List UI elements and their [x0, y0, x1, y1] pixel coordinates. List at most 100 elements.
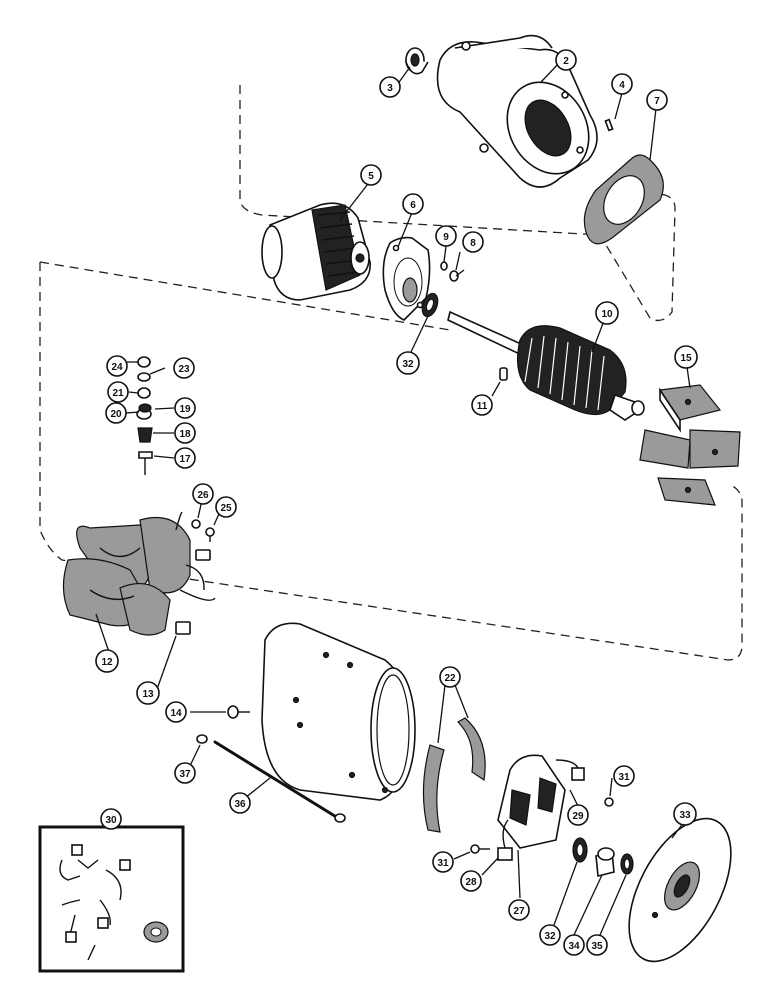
svg-text:25: 25 — [220, 503, 232, 514]
svg-text:33: 33 — [679, 810, 691, 821]
part-washer-35 — [620, 853, 634, 875]
callout-10: 10 — [595, 301, 619, 325]
svg-text:24: 24 — [111, 362, 123, 373]
callout-31-right: 31 — [613, 765, 635, 787]
svg-text:10: 10 — [601, 309, 613, 320]
svg-text:28: 28 — [465, 877, 477, 888]
callout-28: 28 — [460, 870, 482, 892]
part-screw-31-right — [604, 797, 614, 807]
callout-13: 13 — [136, 681, 160, 705]
svg-text:36: 36 — [234, 799, 246, 810]
svg-text:11: 11 — [477, 401, 488, 412]
callout-33: 33 — [673, 802, 697, 826]
callout-36: 36 — [229, 792, 251, 814]
callout-32-upper: 32 — [396, 351, 420, 375]
part-brush-holder — [497, 754, 585, 849]
part-thrust-washer-upper — [421, 292, 439, 318]
part-insulators — [422, 717, 486, 833]
callout-37: 37 — [174, 762, 196, 784]
part-armature — [447, 310, 645, 421]
svg-text:17: 17 — [179, 454, 191, 465]
part-commutator-end-plate — [628, 817, 732, 963]
svg-text:31: 31 — [618, 772, 630, 783]
svg-text:12: 12 — [101, 657, 113, 668]
part-field-brush-a — [195, 549, 211, 561]
callout-14: 14 — [165, 701, 187, 723]
svg-text:14: 14 — [170, 708, 182, 719]
svg-text:7: 7 — [654, 96, 660, 107]
callout-22: 22 — [439, 666, 461, 688]
part-key — [499, 367, 508, 381]
svg-text:31: 31 — [437, 858, 449, 869]
callout-21: 21 — [107, 381, 129, 403]
callout-25: 25 — [215, 496, 237, 518]
svg-text:5: 5 — [368, 171, 374, 182]
callout-2: 2 — [555, 49, 577, 71]
part-frame — [261, 622, 416, 801]
callout-23: 23 — [173, 357, 195, 379]
svg-text:35: 35 — [591, 941, 603, 952]
part-field-coils — [62, 511, 216, 636]
part-nut-26 — [191, 519, 201, 529]
svg-text:15: 15 — [680, 353, 692, 364]
svg-text:13: 13 — [142, 689, 154, 700]
callout-3: 3 — [379, 76, 401, 98]
part-through-bolt — [213, 740, 346, 823]
inset-box — [38, 825, 185, 973]
part-screw-25 — [205, 527, 215, 542]
callout-32-lower: 32 — [539, 924, 561, 946]
callout-11: 11 — [471, 394, 493, 416]
callout-18: 18 — [174, 422, 196, 444]
part-bushing — [405, 47, 429, 75]
svg-text:20: 20 — [110, 409, 122, 420]
callout-29: 29 — [567, 804, 589, 826]
part-brush-28 — [497, 819, 513, 861]
part-pin — [604, 118, 614, 132]
svg-text:32: 32 — [402, 359, 414, 370]
svg-text:30: 30 — [105, 815, 117, 826]
svg-text:9: 9 — [443, 232, 449, 243]
part-screw — [449, 269, 465, 282]
callout-4: 4 — [611, 73, 633, 95]
callout-34: 34 — [563, 934, 585, 956]
svg-text:3: 3 — [387, 83, 393, 94]
svg-text:27: 27 — [513, 906, 525, 917]
part-pole-screw — [227, 705, 250, 719]
callout-19: 19 — [174, 397, 196, 419]
part-washer-37 — [196, 734, 208, 744]
part-thrust-washer-lower — [572, 837, 588, 863]
svg-text:21: 21 — [112, 388, 124, 399]
svg-text:22: 22 — [444, 673, 456, 684]
svg-text:6: 6 — [410, 200, 416, 211]
callout-12: 12 — [95, 649, 119, 673]
callout-15: 15 — [674, 345, 698, 369]
callout-7: 7 — [646, 89, 668, 111]
part-screw-31-left — [470, 844, 490, 854]
part-drive-housing — [436, 34, 598, 188]
lower-group-outline-top — [39, 261, 451, 331]
svg-text:18: 18 — [179, 429, 191, 440]
svg-text:2: 2 — [563, 56, 569, 67]
svg-text:32: 32 — [544, 931, 556, 942]
part-terminal-stack — [136, 356, 153, 475]
svg-text:37: 37 — [179, 769, 191, 780]
part-drive-assembly — [261, 202, 371, 301]
callout-24: 24 — [106, 355, 128, 377]
part-bushing-34 — [595, 847, 615, 878]
callout-20: 20 — [105, 402, 127, 424]
part-pole-shoes — [639, 384, 741, 506]
svg-text:4: 4 — [619, 80, 625, 91]
part-drive-end-plate — [382, 236, 431, 321]
svg-text:29: 29 — [572, 811, 584, 822]
callout-35: 35 — [586, 934, 608, 956]
callout-6: 6 — [402, 193, 424, 215]
callout-26: 26 — [192, 483, 214, 505]
callout-30: 30 — [100, 808, 122, 830]
callout-17: 17 — [174, 447, 196, 469]
svg-text:19: 19 — [179, 404, 191, 415]
part-gasket — [583, 154, 664, 245]
callout-31-left: 31 — [432, 851, 454, 873]
callout-8: 8 — [462, 231, 484, 253]
svg-text:26: 26 — [197, 490, 209, 501]
